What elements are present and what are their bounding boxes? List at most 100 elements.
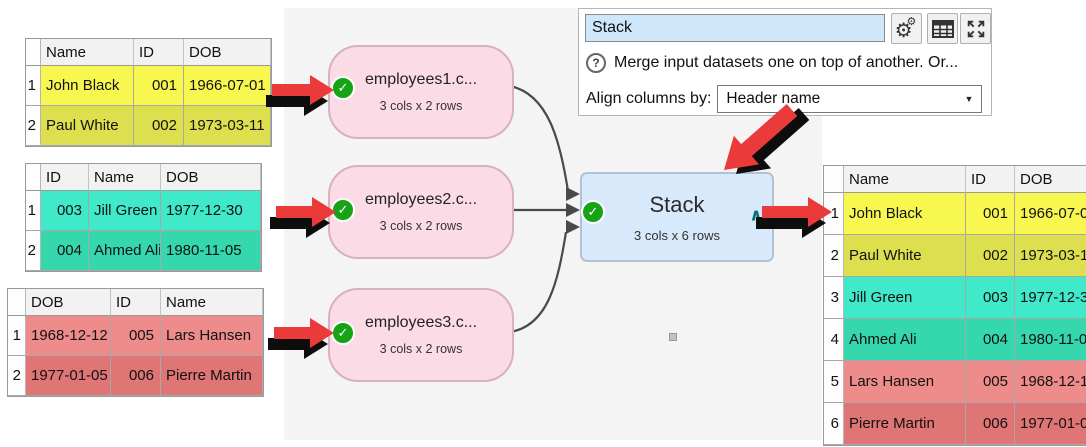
node-employees1[interactable]: employees1.c... 3 cols x 2 rows: [328, 45, 514, 139]
column-header[interactable]: Name: [41, 39, 134, 66]
table-cell[interactable]: Paul White: [844, 235, 966, 277]
node-title: employees1.c...: [364, 71, 478, 88]
column-header[interactable]: ID: [111, 289, 161, 316]
check-icon: ✓: [331, 321, 355, 345]
table-cell[interactable]: 1968-12-12: [26, 316, 111, 356]
table-cell[interactable]: 1977-01-05: [1015, 403, 1086, 445]
table-cell[interactable]: 005: [966, 361, 1015, 403]
table-cell[interactable]: Lars Hansen: [844, 361, 966, 403]
row-number[interactable]: 2: [824, 235, 844, 277]
row-number[interactable]: 2: [8, 356, 26, 396]
row-number[interactable]: 1: [26, 191, 41, 231]
table-cell[interactable]: 1973-03-11: [184, 106, 271, 146]
help-icon[interactable]: ?: [586, 53, 606, 73]
row-number[interactable]: 1: [26, 66, 41, 106]
row-number-header[interactable]: [8, 289, 26, 316]
column-header[interactable]: ID: [41, 164, 89, 191]
column-header[interactable]: ID: [966, 166, 1015, 193]
row-number[interactable]: 2: [26, 231, 41, 271]
table-cell[interactable]: 004: [41, 231, 89, 271]
table-cell[interactable]: 1977-12-30: [161, 191, 261, 231]
transform-name-input[interactable]: [585, 14, 885, 42]
table-cell[interactable]: 1980-11-05: [161, 231, 261, 271]
table-cell[interactable]: John Black: [844, 193, 966, 235]
check-icon: ✓: [331, 76, 355, 100]
table-cell[interactable]: Pierre Martin: [844, 403, 966, 445]
align-columns-dropdown[interactable]: Header name ▼: [717, 85, 983, 113]
expand-arrows-icon: [967, 20, 984, 37]
gear-icon: ⚙: [906, 16, 917, 28]
table-cell[interactable]: 1968-12-12: [1015, 361, 1086, 403]
row-number[interactable]: 2: [26, 106, 41, 146]
node-subtitle: 3 cols x 6 rows: [634, 227, 720, 243]
check-icon: ✓: [331, 198, 355, 222]
table-cell[interactable]: 005: [111, 316, 161, 356]
row-number-header[interactable]: [26, 164, 41, 191]
column-header[interactable]: Name: [89, 164, 161, 191]
canvas-grid-dot: [669, 333, 677, 341]
column-header[interactable]: Name: [844, 166, 966, 193]
node-stack[interactable]: Stack 3 cols x 6 rows ∧: [580, 172, 774, 262]
settings-button[interactable]: ⚙ ⚙: [891, 13, 922, 44]
node-subtitle: 3 cols x 2 rows: [379, 99, 463, 113]
row-number[interactable]: 4: [824, 319, 844, 361]
row-number[interactable]: 1: [824, 193, 844, 235]
row-number-header[interactable]: [824, 166, 844, 193]
table-cell[interactable]: 006: [966, 403, 1015, 445]
table-cell[interactable]: 003: [966, 277, 1015, 319]
check-icon: ✓: [581, 200, 605, 224]
table-view-button[interactable]: [927, 13, 958, 44]
align-columns-label: Align columns by:: [586, 90, 712, 107]
column-header[interactable]: Name: [161, 289, 263, 316]
column-header[interactable]: DOB: [184, 39, 271, 66]
table-cell[interactable]: 002: [966, 235, 1015, 277]
row-number[interactable]: 1: [8, 316, 26, 356]
row-number[interactable]: 3: [824, 277, 844, 319]
row-number[interactable]: 5: [824, 361, 844, 403]
table-cell[interactable]: 1973-03-11: [1015, 235, 1086, 277]
table-cell[interactable]: 001: [134, 66, 184, 106]
column-header[interactable]: DOB: [26, 289, 111, 316]
table-cell[interactable]: 002: [134, 106, 184, 146]
dropdown-selected-value: Header name: [726, 90, 821, 107]
table-cell[interactable]: John Black: [41, 66, 134, 106]
table-cell[interactable]: Paul White: [41, 106, 134, 146]
table-cell[interactable]: 1966-07-01: [1015, 193, 1086, 235]
column-header[interactable]: DOB: [161, 164, 261, 191]
table-cell[interactable]: Jill Green: [89, 191, 161, 231]
maximize-button[interactable]: [960, 13, 991, 44]
node-employees3[interactable]: employees3.c... 3 cols x 2 rows: [328, 288, 514, 382]
node-title: Stack: [649, 191, 705, 217]
table-cell[interactable]: 006: [111, 356, 161, 396]
table-cell[interactable]: 1980-11-05: [1015, 319, 1086, 361]
table-cell[interactable]: Pierre Martin: [161, 356, 263, 396]
table-cell[interactable]: 1966-07-01: [184, 66, 271, 106]
table-cell[interactable]: 1977-01-05: [26, 356, 111, 396]
table-grid-icon: [931, 19, 954, 38]
column-header[interactable]: ID: [134, 39, 184, 66]
chevron-down-icon: ▼: [964, 94, 974, 104]
output-caret-icon[interactable]: ∧: [749, 205, 763, 225]
node-employees2[interactable]: employees2.c... 3 cols x 2 rows: [328, 165, 514, 259]
table-cell[interactable]: 004: [966, 319, 1015, 361]
row-number-header[interactable]: [26, 39, 41, 66]
table-cell[interactable]: Jill Green: [844, 277, 966, 319]
table-cell[interactable]: Ahmed Ali: [844, 319, 966, 361]
table-cell[interactable]: Ahmed Ali: [89, 231, 161, 271]
table-cell[interactable]: 003: [41, 191, 89, 231]
table-cell[interactable]: 001: [966, 193, 1015, 235]
column-header[interactable]: DOB: [1015, 166, 1086, 193]
table-cell[interactable]: Lars Hansen: [161, 316, 263, 356]
table-cell[interactable]: 1977-12-30: [1015, 277, 1086, 319]
row-number[interactable]: 6: [824, 403, 844, 445]
